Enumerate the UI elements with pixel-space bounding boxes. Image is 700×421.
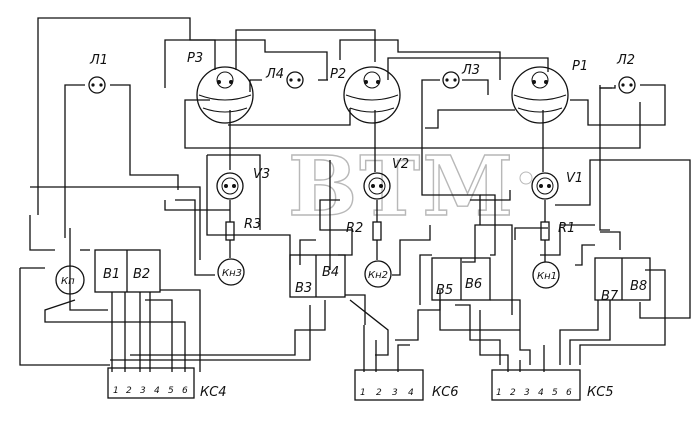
switch-block-b1-b2: В1 В2 xyxy=(94,249,161,293)
switch-block-b7-b8: В7 В8 xyxy=(594,257,651,304)
resistor-r1-label: R1 xyxy=(558,221,575,236)
valve-v2: V2 xyxy=(363,157,409,200)
switch-b7-label: В7 xyxy=(601,289,619,304)
connector-ks4: 1 2 3 4 5 6 КС4 xyxy=(107,367,227,400)
wires xyxy=(19,17,691,372)
lamp-l3-label: Л3 xyxy=(461,63,480,78)
switch-block-b3-b4: В3 В4 xyxy=(289,254,346,298)
switch-b3-label: В3 xyxy=(295,281,312,296)
valve-v3: V3 xyxy=(216,167,270,200)
watermark-registered-mark xyxy=(519,171,533,185)
ks4-pin: 6 xyxy=(182,386,188,396)
resistor-r1: R1 xyxy=(540,221,575,241)
button-kn2-label: Кн2 xyxy=(368,270,388,281)
button-kn3: Кн3 xyxy=(217,258,245,286)
ks5-pin: 5 xyxy=(552,388,558,398)
connector-ks4-label: КС4 xyxy=(200,385,227,400)
valve-v1-label: V1 xyxy=(566,171,583,186)
relay-p2: Р2 xyxy=(330,66,401,124)
lamp-l4: Л4 xyxy=(265,67,304,89)
ks5-pin: 2 xyxy=(510,388,516,398)
resistor-r2: R2 xyxy=(346,221,382,241)
button-kn1: Кн1 xyxy=(532,261,560,289)
resistor-r3-label: R3 xyxy=(244,217,261,232)
connector-ks6: 1 2 3 4 КС6 xyxy=(354,369,459,401)
connector-ks5-pins: 1 2 3 4 5 6 xyxy=(496,388,572,398)
ks6-pin: 3 xyxy=(392,388,398,398)
lamp-l2-label: Л2 xyxy=(616,53,635,68)
relay-p2-label: Р2 xyxy=(330,67,346,82)
connector-ks4-pins: 1 2 3 4 5 6 xyxy=(113,386,188,396)
ks4-pin: 3 xyxy=(140,386,146,396)
switch-b4-label: В4 xyxy=(322,265,339,280)
ks6-pin: 1 xyxy=(360,388,366,398)
ks4-pin: 5 xyxy=(168,386,174,396)
switch-b8-label: В8 xyxy=(630,279,647,294)
resistor-r3: R3 xyxy=(225,217,261,241)
valve-v2-label: V2 xyxy=(392,157,409,172)
switch-b1-label: В1 xyxy=(103,267,120,282)
switch-b5-label: В5 xyxy=(436,283,453,298)
relay-p1-label: Р1 xyxy=(572,59,588,74)
ks4-pin: 2 xyxy=(126,386,132,396)
button-kp: Кп xyxy=(55,265,85,295)
ks5-pin: 6 xyxy=(566,388,572,398)
button-kn2: Кн2 xyxy=(364,260,392,288)
ks4-pin: 4 xyxy=(154,386,160,396)
button-kn1-label: Кн1 xyxy=(537,271,557,282)
relay-p3-label: Р3 xyxy=(187,51,203,66)
lamp-l1-label: Л1 xyxy=(89,53,108,68)
connector-ks6-pins: 1 2 3 4 xyxy=(360,388,414,398)
ks5-pin: 4 xyxy=(538,388,544,398)
watermark: BTM xyxy=(288,139,515,235)
connector-ks5-label: КС5 xyxy=(587,385,614,400)
lamp-l3: Л3 xyxy=(442,63,480,89)
ks4-pin: 1 xyxy=(113,386,119,396)
button-kn3-label: Кн3 xyxy=(222,268,242,279)
connector-ks5: 1 2 3 4 5 6 КС5 xyxy=(491,369,614,401)
lamp-l1: Л1 xyxy=(88,53,108,94)
switch-b6-label: В6 xyxy=(465,277,482,292)
button-kp-label: Кп xyxy=(61,276,75,287)
switch-b2-label: В2 xyxy=(133,267,150,282)
relay-p3: Р3 xyxy=(187,51,254,124)
relay-p1: Р1 xyxy=(511,59,588,124)
lamp-l4-label: Л4 xyxy=(265,67,284,82)
valve-v1: V1 xyxy=(531,171,583,200)
switch-block-b5-b6: В5 В6 xyxy=(431,257,491,301)
ks5-pin: 1 xyxy=(496,388,502,398)
resistor-r2-label: R2 xyxy=(346,221,363,236)
ks6-pin: 4 xyxy=(408,388,414,398)
lamp-l2: Л2 xyxy=(616,53,636,94)
valve-v3-label: V3 xyxy=(253,167,270,182)
ks5-pin: 3 xyxy=(524,388,530,398)
connector-ks6-label: КС6 xyxy=(432,385,459,400)
ks6-pin: 2 xyxy=(376,388,382,398)
